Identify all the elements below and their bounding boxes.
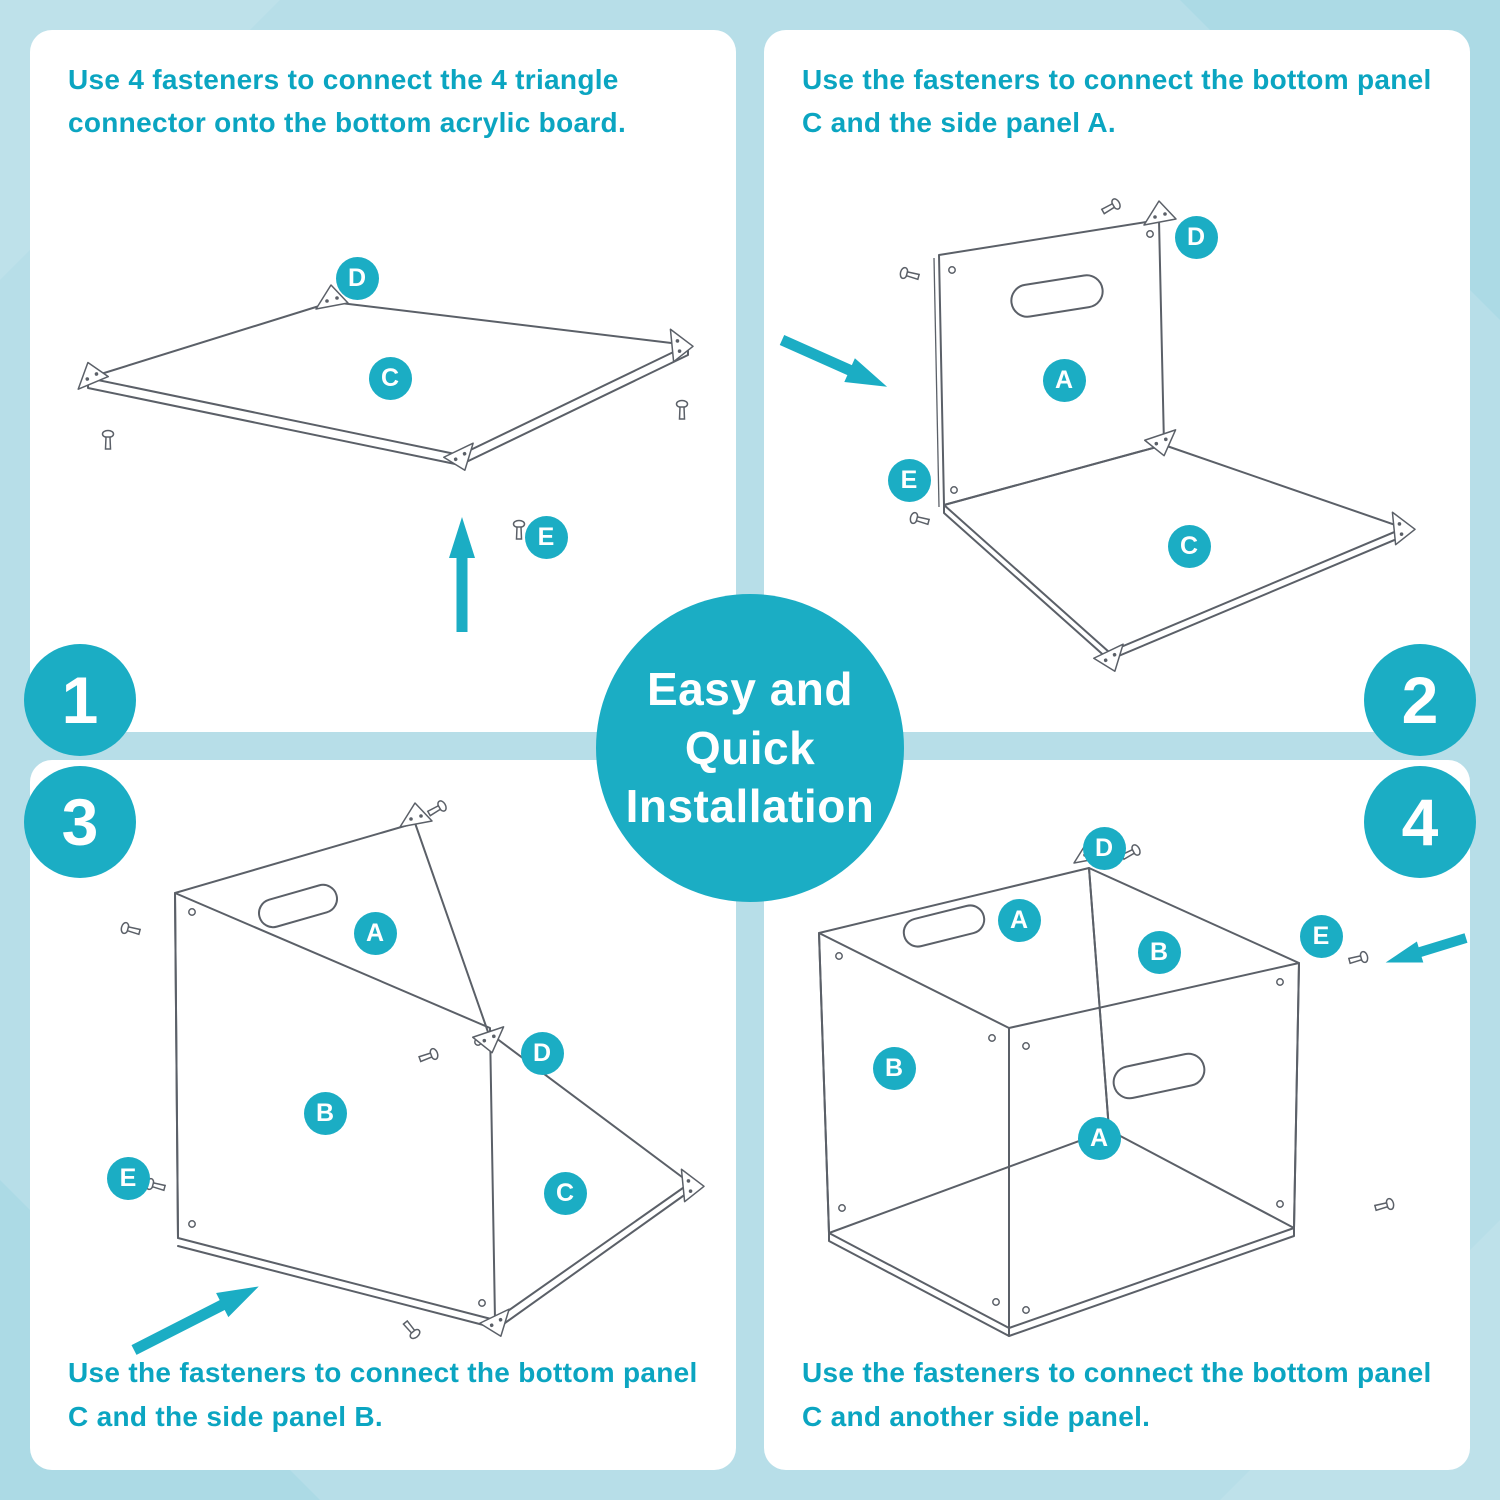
triangle-connector-icon xyxy=(1143,429,1180,459)
step-2-figure xyxy=(779,196,1418,677)
fastener-screw-icon xyxy=(908,511,931,528)
step-4-panel: Use the fasteners to connect the bottom … xyxy=(764,760,1470,1470)
part-label-a-front: A xyxy=(1077,1116,1121,1160)
fastener-screw-icon xyxy=(1347,950,1370,967)
part-label-e: E xyxy=(887,458,931,502)
bottom-panel-c-drawing xyxy=(487,1031,691,1329)
step-number-4: 4 xyxy=(1364,766,1476,878)
triangle-connector-icon xyxy=(1143,200,1177,226)
center-badge-line-2: Quick xyxy=(684,721,816,774)
step-3-panel: Use the fasteners to connect the bottom … xyxy=(30,760,736,1470)
center-badge-line-3: Installation xyxy=(625,780,875,833)
step-number-3: 3 xyxy=(24,766,136,878)
fastener-screw-icon xyxy=(400,1318,423,1341)
fastener-screw-icon xyxy=(512,519,526,540)
fastener-screw-icon xyxy=(898,266,921,283)
handle-cutout xyxy=(258,883,338,929)
assembled-box-drawing xyxy=(818,867,1300,1337)
part-label-d: D xyxy=(1082,826,1126,870)
direction-arrow-icon xyxy=(449,517,475,632)
triangle-connector-icon xyxy=(399,802,433,828)
part-label-d: D xyxy=(520,1031,564,1075)
triangle-connector-icon xyxy=(677,1168,707,1204)
triangle-connector-icon xyxy=(471,1026,508,1056)
part-label-a: A xyxy=(1042,358,1086,402)
part-label-b: B xyxy=(303,1091,347,1135)
part-label-a-back: A xyxy=(997,898,1041,942)
part-label-a: A xyxy=(353,911,397,955)
part-label-d: D xyxy=(1174,215,1218,259)
step-number-2: 2 xyxy=(1364,644,1476,756)
fastener-screw-icon xyxy=(1373,1197,1396,1214)
part-label-c: C xyxy=(368,356,412,400)
fastener-screw-icon xyxy=(1099,196,1123,218)
fastener-screw-icon xyxy=(417,1046,440,1066)
triangle-connector-icon xyxy=(72,358,111,390)
direction-arrow-icon xyxy=(779,334,888,387)
step-2-caption: Use the fasteners to connect the bottom … xyxy=(802,64,1432,139)
part-label-d: D xyxy=(335,256,379,300)
part-label-b-front: B xyxy=(872,1046,916,1090)
part-label-e: E xyxy=(1299,914,1343,958)
fastener-screw-icon xyxy=(425,798,449,820)
step-1-figure xyxy=(72,284,696,632)
step-4-caption: Use the fasteners to connect the bottom … xyxy=(802,1357,1432,1432)
handle-cutout xyxy=(1112,1052,1206,1100)
handle-cutout xyxy=(902,904,986,948)
part-label-c: C xyxy=(1167,524,1211,568)
step-3-figure xyxy=(119,798,707,1355)
side-panel-a-drawing xyxy=(933,219,1165,508)
center-badge-line-1: Easy and xyxy=(647,662,853,715)
center-badge: Easy and Quick Installation xyxy=(596,594,904,902)
fastener-screw-icon xyxy=(675,399,689,420)
fastener-screw-icon xyxy=(101,429,115,450)
step-1-caption: Use 4 fasteners to connect the 4 triangl… xyxy=(68,64,627,139)
side-panel-a-drawing xyxy=(174,822,489,1239)
direction-arrow-icon xyxy=(1385,933,1468,963)
fastener-screw-icon xyxy=(119,921,142,938)
step-3-caption: Use the fasteners to connect the bottom … xyxy=(68,1357,698,1432)
part-label-b-back: B xyxy=(1137,930,1181,974)
step-number-1: 1 xyxy=(24,644,136,756)
handle-cutout xyxy=(1010,274,1104,318)
direction-arrow-icon xyxy=(131,1286,259,1355)
part-label-c: C xyxy=(543,1171,587,1215)
step-1-panel: Use 4 fasteners to connect the 4 triangl… xyxy=(30,30,736,732)
step-4-figure xyxy=(818,838,1468,1337)
triangle-connector-icon xyxy=(477,1308,517,1342)
part-label-e: E xyxy=(524,515,568,559)
step-2-panel: Use the fasteners to connect the bottom … xyxy=(764,30,1470,732)
part-label-e: E xyxy=(106,1156,150,1200)
